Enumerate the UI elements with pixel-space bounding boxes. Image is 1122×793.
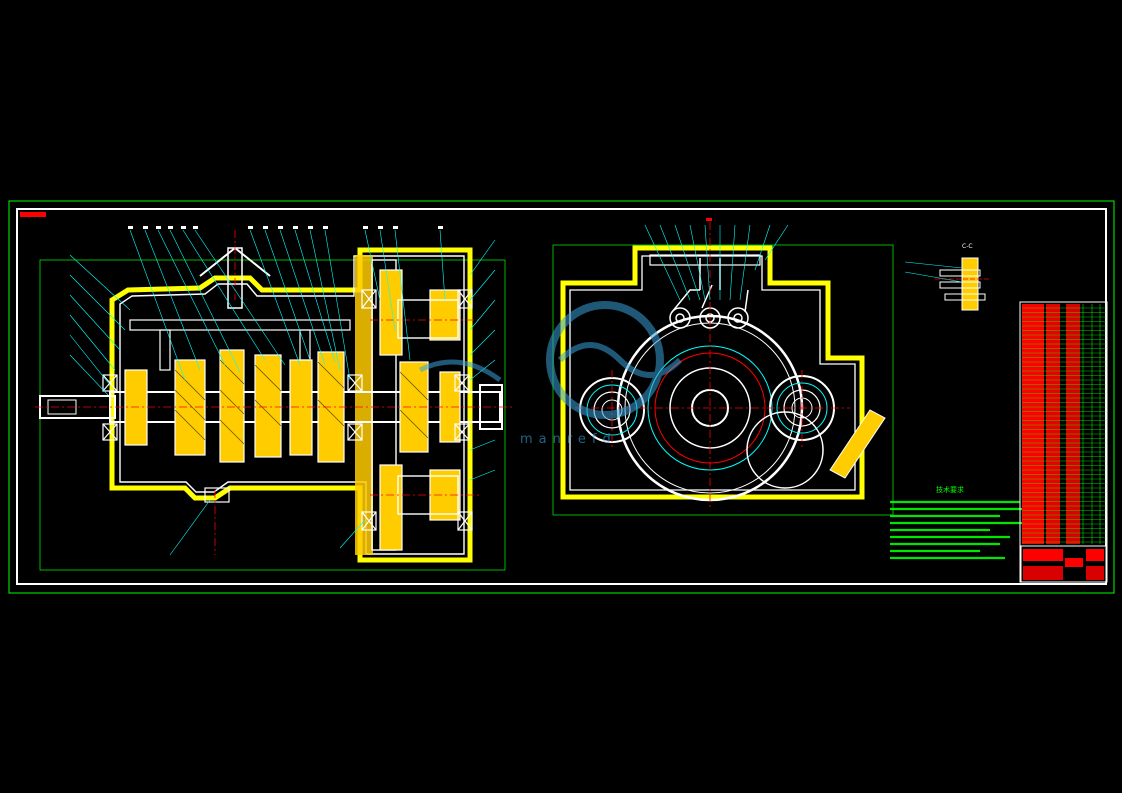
tech-title: 技术要求 [936, 485, 964, 494]
inner-frame [16, 208, 1107, 585]
longitudinal-section-view [35, 226, 515, 571]
watermark-text: manrefd [520, 432, 617, 447]
technical-requirements: 技术要求 [890, 485, 1025, 560]
watermark-logo [418, 301, 683, 419]
corner-code-box [20, 212, 46, 217]
parts-list-table [1019, 301, 1108, 583]
outer-frame [8, 200, 1115, 594]
section-cc-view: C-C [904, 243, 990, 311]
front-housing-outline [109, 247, 473, 563]
section-cc-label: C-C [962, 243, 973, 250]
end-section-view [552, 218, 894, 516]
